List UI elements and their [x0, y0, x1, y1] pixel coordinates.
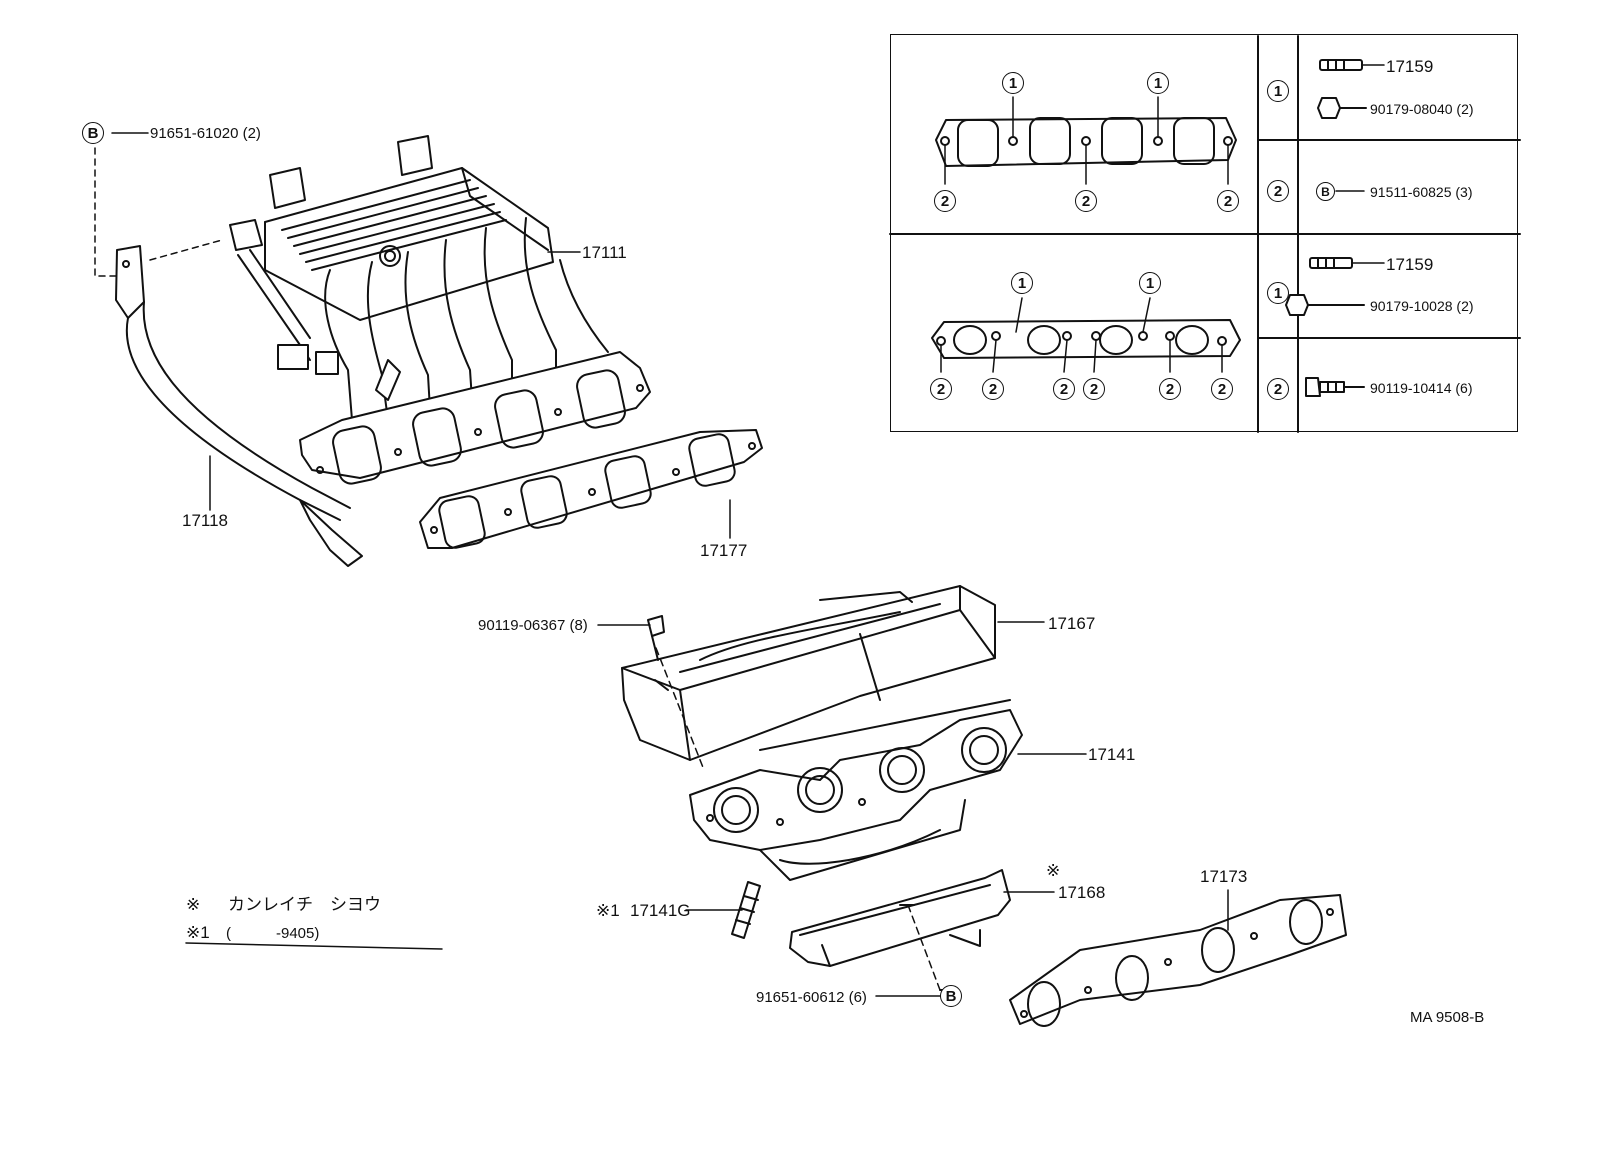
legend-intake-gasket — [935, 117, 1237, 167]
callout-1: 1 — [1139, 272, 1161, 294]
legend-part-stud: 17159 — [1386, 255, 1434, 274]
diagram-code: MA 9508-B — [1410, 1009, 1485, 1026]
exhaust-manifold-drawing — [689, 699, 1023, 881]
stud-note-marker: ※1 — [596, 901, 620, 920]
part-label-insulator-bolt: 90119-06367 (8) — [478, 617, 588, 634]
legend-row-2: 2 — [1267, 378, 1289, 400]
callout-2: 2 — [1053, 378, 1075, 400]
stud-icon-1 — [1319, 59, 1363, 71]
callout-lines — [111, 132, 1229, 997]
part-label-intake-gasket: 17177 — [700, 541, 748, 560]
callout-1: 1 — [1002, 72, 1024, 94]
exhaust-gasket-drawing — [1009, 894, 1347, 1027]
callout-2: 2 — [1075, 190, 1097, 212]
part-label-heat-insulator-lower: 17168 — [1058, 883, 1106, 902]
callout-2: 2 — [1217, 190, 1239, 212]
intake-manifold-drawing — [229, 135, 651, 485]
callout-2: 2 — [930, 378, 952, 400]
note-text: カンレイチ シヨウ — [228, 895, 381, 914]
note-line1-symbol: ※1 — [186, 923, 210, 942]
callout-2: 2 — [1159, 378, 1181, 400]
legend-table — [890, 34, 1518, 432]
legend-part-stud: 17159 — [1386, 57, 1434, 76]
nut-icon-2 — [1285, 294, 1365, 316]
part-label-stud: 17141G — [630, 901, 691, 920]
callout-1: 1 — [1011, 272, 1033, 294]
nut-icon-1 — [1317, 97, 1367, 119]
heat-insulator-upper-drawing — [621, 585, 996, 761]
part-label-heat-insulator-upper: 17167 — [1048, 614, 1096, 633]
legend-callout-lines — [940, 96, 1229, 373]
legend-row-2: 2 — [1267, 180, 1289, 202]
heat-insulator-lower-drawing — [789, 869, 1011, 967]
callout-2: 2 — [1083, 378, 1105, 400]
part-label-exhaust-gasket: 17173 — [1200, 867, 1248, 886]
legend-grid — [889, 35, 1521, 433]
legend-part-nut: 90179-10028 (2) — [1370, 298, 1474, 314]
part-label-stay: 17118 — [182, 511, 229, 530]
callout-1: 1 — [1147, 72, 1169, 94]
legend-part-bolt: 90119-10414 (6) — [1370, 380, 1473, 396]
note-line1-paren: ( — [226, 925, 231, 942]
intake-gasket-drawing — [419, 429, 763, 549]
legend-row-1: 1 — [1267, 282, 1289, 304]
marker-b: B — [82, 122, 104, 144]
note-line1-text: -9405) — [276, 925, 320, 942]
part-label-exhaust-manifold: 17141 — [1088, 745, 1136, 764]
note-marker: ※ — [1046, 861, 1061, 880]
legend-row-1: 1 — [1267, 80, 1289, 102]
part-label-intake-manifold: 17111 — [582, 243, 627, 262]
bolt-icon — [1305, 377, 1365, 397]
marker-b: B — [940, 985, 962, 1007]
marker-b: B — [1316, 182, 1335, 201]
callout-2: 2 — [1211, 378, 1233, 400]
callout-2: 2 — [982, 378, 1004, 400]
part-label-stay-bolt: 91651-61020 (2) — [150, 125, 261, 142]
part-label-lower-insulator-bolt: 91651-60612 (6) — [756, 989, 867, 1006]
note-symbol: ※ — [186, 895, 201, 914]
callout-2: 2 — [934, 190, 956, 212]
stay-drawing — [115, 245, 363, 567]
legend-part-bolt-b: 91511-60825 (3) — [1370, 184, 1473, 200]
legend-part-nut: 90179-08040 (2) — [1370, 101, 1474, 117]
